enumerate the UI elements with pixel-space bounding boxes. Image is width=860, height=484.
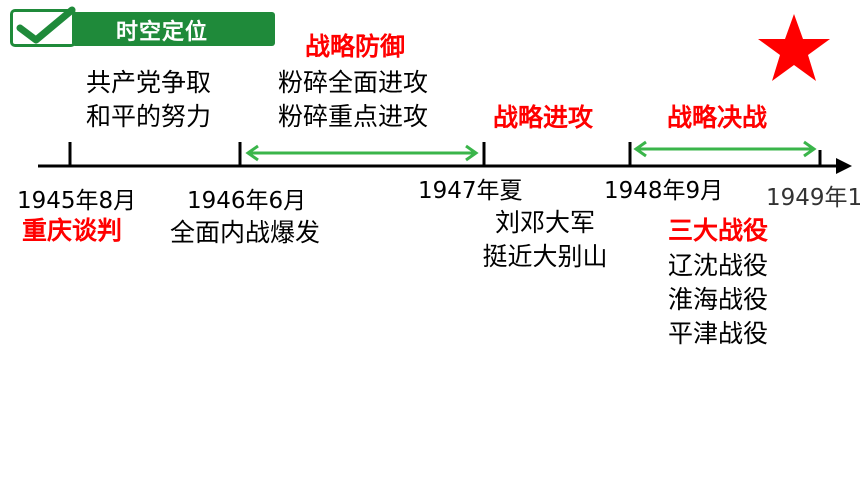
note-chongqing: 重庆谈判 [22,216,123,245]
red-star-icon [758,14,830,81]
note-three-battles: 三大战役 [668,216,769,245]
date-1947-summer: 1947年夏 [418,178,523,204]
phase-strategic-defense: 战略防御 [305,32,406,61]
note-defense-item-1: 粉碎全面进攻 [278,68,429,97]
header-bar [72,12,275,46]
note-peace-effort-1: 共产党争取 [86,68,212,97]
note-civil-war: 全面内战爆发 [170,218,321,247]
check-icon [16,6,76,44]
note-battle-pingjin: 平津战役 [668,319,769,348]
note-defense-item-2: 粉碎重点进攻 [278,102,429,131]
date-1946-06: 1946年6月 [187,188,307,214]
date-1949-01: 1949年1 [766,185,860,211]
phase-strategic-offense: 战略进攻 [493,103,594,132]
header-title: 时空定位 [116,20,209,45]
note-liu-deng-2: 挺近大别山 [482,242,608,271]
note-peace-effort-2: 和平的努力 [86,102,212,131]
date-1948-09: 1948年9月 [604,178,724,204]
phase-strategic-decisive: 战略决战 [667,103,768,132]
note-liu-deng-1: 刘邓大军 [494,208,595,237]
date-1945-08: 1945年8月 [17,188,137,214]
note-battle-liaoshen: 辽沈战役 [668,251,769,280]
note-battle-huaihai: 淮海战役 [668,285,769,314]
